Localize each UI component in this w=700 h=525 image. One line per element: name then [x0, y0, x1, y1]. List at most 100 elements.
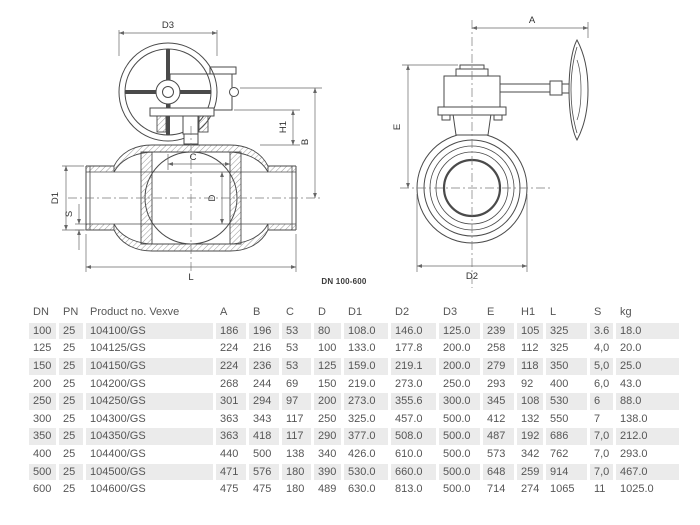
table-cell: 177.8 — [395, 342, 423, 355]
table-cell: 273.0 — [395, 377, 423, 390]
table-cell: 6 — [590, 393, 613, 410]
table-cell: 11 — [594, 483, 606, 496]
table-cell: 133.0 — [348, 342, 376, 355]
table-cell: 7,0 — [590, 428, 613, 446]
table-cell: 342 — [521, 448, 540, 461]
dim-label-c: C — [190, 152, 197, 163]
table-cell: 250.0 — [443, 377, 471, 390]
column-header: L — [550, 306, 557, 318]
table-cell: 104350/GS — [86, 428, 213, 446]
table-cell: 273.0 — [344, 393, 388, 410]
table-cell: 418 — [249, 428, 279, 446]
table-cell: 180 — [286, 483, 305, 496]
table-cell: 714 — [487, 483, 506, 496]
table-cell: 500.0 — [443, 448, 471, 461]
dim-label-b: B — [300, 139, 311, 145]
table-cell: 7 — [594, 412, 601, 425]
table-cell: 180 — [282, 463, 311, 481]
table-cell: 25 — [59, 357, 83, 375]
table-cell: 400 — [33, 448, 52, 461]
column-header: PN — [63, 306, 79, 318]
table-cell: 244 — [253, 377, 272, 390]
table-cell: 500 — [253, 448, 272, 461]
side-view-drawing: D3 H1 B C D D1 — [50, 20, 322, 283]
table-cell: 500.0 — [443, 412, 471, 425]
table-cell: 301 — [216, 393, 246, 410]
table-cell: 475 — [220, 483, 239, 496]
table-cell: 914 — [546, 463, 587, 481]
table-cell: 224 — [220, 342, 239, 355]
table-cell: 224 — [216, 357, 246, 375]
table-cell: 125.0 — [439, 322, 480, 340]
table-cell: 25 — [63, 412, 76, 425]
table-cell: 18.0 — [616, 322, 679, 340]
table-cell: 813.0 — [395, 483, 423, 496]
table-cell: 300 — [33, 412, 52, 425]
table-cell: 345 — [483, 393, 514, 410]
table-cell: 530.0 — [344, 463, 388, 481]
table-cell: 648 — [483, 463, 514, 481]
dim-label-e: E — [392, 124, 403, 130]
handwheel — [118, 42, 218, 142]
column-header: D2 — [395, 306, 410, 318]
table-cell: 467.0 — [616, 463, 679, 481]
table-cell: 508.0 — [391, 428, 436, 446]
table-cell: 377.0 — [344, 428, 388, 446]
table-cell: 104250/GS — [86, 393, 213, 410]
table-cell: 105 — [517, 322, 543, 340]
table-cell: 112 — [521, 342, 539, 355]
table-cell: 355.6 — [391, 393, 436, 410]
table-cell: 475 — [253, 483, 272, 496]
column-header: B — [253, 306, 261, 318]
column-header: S — [594, 306, 602, 318]
table-cell: 500.0 — [443, 483, 471, 496]
table-cell: 5,0 — [590, 357, 613, 375]
table-cell: 400 — [550, 377, 569, 390]
table-cell: 43.0 — [620, 377, 642, 390]
column-header: D3 — [443, 306, 458, 318]
table-cell: 25 — [63, 377, 76, 390]
table-cell: 293.0 — [620, 448, 648, 461]
column-header: kg — [620, 306, 632, 318]
table-cell: 200.0 — [439, 357, 480, 375]
table-cell: 294 — [249, 393, 279, 410]
table-cell: 138.0 — [620, 412, 648, 425]
table-cell: 630.0 — [348, 483, 376, 496]
dimension-lines-side: D3 H1 B C D D1 — [50, 20, 322, 283]
column-header: DN — [33, 306, 49, 318]
table-cell: 530 — [546, 393, 587, 410]
dim-label-d1: D1 — [50, 192, 61, 204]
table-cell: 216 — [253, 342, 272, 355]
table-cell: 80 — [314, 322, 341, 340]
table-cell: 104125/GS — [90, 342, 146, 355]
table-cell: 6,0 — [594, 377, 610, 390]
table-cell: 250 — [29, 393, 56, 410]
table-cell: 219.1 — [391, 357, 436, 375]
table-cell: 500 — [29, 463, 56, 481]
table-cell: 92 — [521, 377, 534, 390]
table-cell: 200 — [33, 377, 52, 390]
table-cell: 104150/GS — [86, 357, 213, 375]
column-header: Product no. Vexve — [90, 306, 180, 318]
table-cell: 108.0 — [344, 322, 388, 340]
dim-label-h1: H1 — [278, 121, 289, 133]
valve-body — [85, 144, 297, 252]
column-header: E — [487, 306, 495, 318]
table-cell: 457.0 — [395, 412, 423, 425]
table-cell: 97 — [282, 393, 311, 410]
table-cell: 25 — [63, 342, 76, 355]
table-cell: 138 — [286, 448, 305, 461]
table-cell: 500.0 — [439, 428, 480, 446]
table-cell: 426.0 — [348, 448, 376, 461]
table-cell: 53 — [282, 322, 311, 340]
table-cell: 100 — [318, 342, 337, 355]
table-cell: 150 — [318, 377, 337, 390]
table-cell: 239 — [483, 322, 514, 340]
table-cell: 117 — [286, 412, 304, 425]
